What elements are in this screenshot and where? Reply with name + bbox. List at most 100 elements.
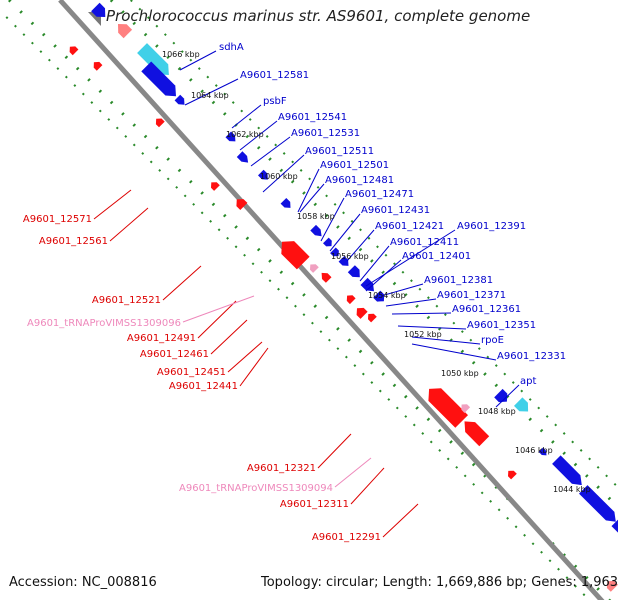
reverse-gene-label[interactable]: A9601_12521 bbox=[92, 295, 161, 306]
forward-gene-label[interactable]: A9601_12501 bbox=[320, 160, 389, 171]
leader-line bbox=[262, 154, 305, 193]
forward-gene-label[interactable]: A9601_12361 bbox=[452, 304, 521, 315]
kbp-tick-label: 1066 kbp bbox=[162, 50, 200, 59]
leader-line bbox=[411, 343, 497, 361]
genome-summary-text: Topology: circular; Length: 1,669,886 bp… bbox=[261, 575, 618, 590]
leader-line bbox=[385, 298, 437, 307]
kbp-tick-label: 1060 kbp bbox=[260, 172, 298, 181]
gene-feature-reverse[interactable] bbox=[118, 24, 133, 39]
gene-A9601_12421-feature[interactable] bbox=[330, 247, 339, 257]
gene-A9601_12371-feature[interactable] bbox=[611, 518, 618, 544]
forward-gene-label[interactable]: psbF bbox=[263, 96, 287, 107]
gene-labels: sdhA A9601_12581 psbF A9601_12541A9601_1253… bbox=[23, 42, 566, 543]
gene-A9601_12321-feature[interactable] bbox=[428, 388, 468, 428]
forward-gene-label[interactable]: A9601_12411 bbox=[390, 237, 459, 248]
gene-A9601_12361-feature[interactable] bbox=[552, 455, 582, 486]
forward-gene-label[interactable]: A9601_12391 bbox=[457, 221, 526, 232]
gene-A9601_12501-feature[interactable] bbox=[258, 169, 268, 180]
leader-line bbox=[93, 189, 132, 220]
kbp-tick-label: 1048 kbp bbox=[478, 407, 516, 416]
forward-gene-label[interactable]: A9601_12511 bbox=[305, 146, 374, 157]
rna-gene-label[interactable]: A9601_tRNAProVIMSS1309094 bbox=[179, 483, 333, 494]
forward-gene-label[interactable]: A9601_12541 bbox=[278, 112, 347, 123]
label-leader-lines bbox=[93, 50, 520, 538]
gene-tRNAPro-1309096-feature[interactable] bbox=[310, 264, 319, 273]
forward-gene-label[interactable]: A9601_12471 bbox=[345, 189, 414, 200]
forward-gene-label[interactable]: A9601_12331 bbox=[497, 351, 566, 362]
backbone-line bbox=[58, 0, 605, 600]
leader-line bbox=[297, 168, 320, 213]
gene-A9601_12481-feature[interactable] bbox=[280, 198, 291, 208]
gene-reverse-feature[interactable] bbox=[155, 118, 165, 128]
gene-A9601_12461-feature[interactable] bbox=[346, 295, 356, 305]
reverse-gene-label[interactable]: A9601_12291 bbox=[312, 532, 381, 543]
leader-line bbox=[299, 183, 325, 213]
leader-line bbox=[320, 197, 345, 242]
gene-A9601_12351-feature[interactable] bbox=[579, 485, 616, 522]
leader-line bbox=[334, 457, 372, 488]
kbp-tick-label: 1054 kbp bbox=[368, 291, 406, 300]
gene-A9601_12571-feature[interactable] bbox=[211, 182, 220, 191]
reverse-gene-label[interactable]: A9601_12461 bbox=[140, 349, 209, 360]
forward-gene-label[interactable]: apt bbox=[520, 376, 536, 387]
forward-gene-label[interactable]: A9601_12351 bbox=[467, 320, 536, 331]
gene-reverse-feature[interactable] bbox=[606, 580, 618, 592]
reverse-gene-label[interactable]: A9601_12571 bbox=[23, 214, 92, 225]
gene-A9601_12541-feature[interactable] bbox=[174, 94, 185, 105]
gene-A9601_12561-feature[interactable] bbox=[236, 199, 248, 210]
leader-line bbox=[231, 104, 262, 129]
gene-A9601_12581-feature[interactable] bbox=[137, 43, 169, 75]
gene-A9601_12401-feature[interactable] bbox=[347, 265, 360, 278]
kbp-tick-label: 1052 kbp bbox=[404, 330, 442, 339]
leader-line bbox=[197, 300, 237, 339]
reverse-gene-label[interactable]: A9601_12321 bbox=[247, 463, 316, 474]
kbp-tick-label: 1050 kbp bbox=[441, 369, 479, 378]
gene-reverse-feature[interactable] bbox=[93, 61, 103, 71]
forward-gene-label[interactable]: A9601_12431 bbox=[361, 205, 430, 216]
leader-line bbox=[182, 295, 255, 323]
reverse-gene-label[interactable]: A9601_12441 bbox=[169, 381, 238, 392]
leader-line bbox=[250, 136, 291, 167]
forward-gene-label[interactable]: A9601_12481 bbox=[325, 175, 394, 186]
forward-gene-label[interactable]: A9601_12531 bbox=[291, 128, 360, 139]
forward-gene-label[interactable]: rpoE bbox=[481, 335, 504, 346]
gene-tRNAPro-1309094-feature[interactable] bbox=[461, 404, 471, 413]
reverse-gene-label[interactable]: A9601_12451 bbox=[157, 367, 226, 378]
gene-features bbox=[69, 2, 618, 592]
gene-A9601_12391-feature[interactable] bbox=[360, 277, 375, 292]
forward-gene-label[interactable]: A9601_12421 bbox=[375, 221, 444, 232]
gene-A9601_12381-feature[interactable] bbox=[373, 290, 385, 302]
gene-A9601_12451-feature[interactable] bbox=[356, 307, 368, 319]
gene-A9601_12511-feature[interactable] bbox=[236, 151, 249, 163]
gene-psbF-feature[interactable] bbox=[141, 61, 176, 97]
leader-line bbox=[210, 319, 248, 355]
gene-apt-feature[interactable] bbox=[514, 397, 529, 412]
forward-gene-label[interactable]: A9601_12381 bbox=[424, 275, 493, 286]
accession-text: Accession: NC_008816 bbox=[9, 575, 157, 590]
gene-reverse-feature[interactable] bbox=[69, 46, 79, 56]
gene-A9601_12411-feature[interactable] bbox=[338, 256, 349, 266]
reverse-gene-label[interactable]: A9601_12561 bbox=[39, 236, 108, 247]
forward-gene-label[interactable]: A9601_12371 bbox=[437, 290, 506, 301]
gene-sdhA-feature[interactable] bbox=[91, 2, 106, 17]
reverse-gene-label[interactable]: A9601_12311 bbox=[280, 499, 349, 510]
gene-A9601_12431-feature[interactable] bbox=[323, 237, 332, 247]
forward-gene-label[interactable]: A9601_12581 bbox=[240, 70, 309, 81]
forward-gene-label[interactable]: A9601_12401 bbox=[402, 251, 471, 262]
leader-line bbox=[162, 265, 202, 301]
rna-gene-label[interactable]: A9601_tRNAProVIMSS1309096 bbox=[27, 318, 181, 329]
kbp-tick-label: 1056 kbp bbox=[331, 252, 369, 261]
gene-A9601_12531-feature[interactable] bbox=[225, 131, 236, 142]
leader-line bbox=[495, 384, 520, 408]
gene-A9601_12311-feature[interactable] bbox=[464, 421, 490, 447]
forward-gene-label[interactable]: sdhA bbox=[219, 42, 244, 53]
gene-A9601_12291-feature[interactable] bbox=[508, 470, 517, 480]
leader-line bbox=[365, 229, 456, 287]
gene-rpoE-feature[interactable] bbox=[538, 447, 547, 456]
gene-A9601_12491-feature[interactable] bbox=[321, 272, 332, 283]
reverse-gene-label[interactable]: A9601_12491 bbox=[127, 333, 196, 344]
gene-A9601_12471-feature[interactable] bbox=[310, 224, 322, 237]
leader-line bbox=[239, 120, 278, 151]
gene-A9601_12441-feature[interactable] bbox=[368, 313, 377, 323]
gene-A9601_12521-feature[interactable] bbox=[281, 241, 310, 270]
